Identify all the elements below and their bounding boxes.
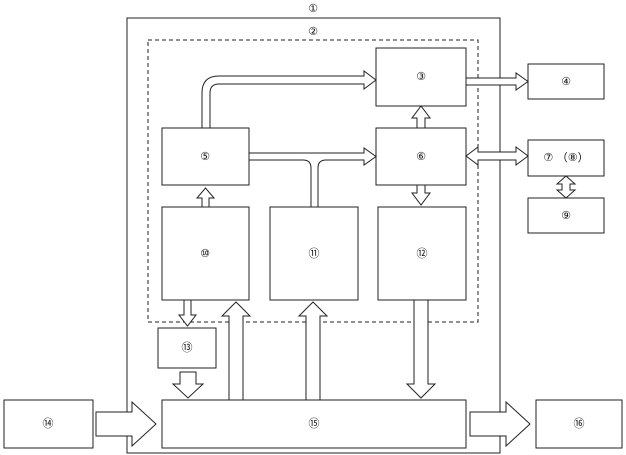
label-12: ⑫ xyxy=(416,247,428,260)
arrow-15-to-10 xyxy=(220,301,252,401)
label-6: ⑥ xyxy=(416,150,426,163)
arrow-5-to-6 xyxy=(248,147,377,208)
box-16 xyxy=(535,399,623,449)
box-13 xyxy=(157,327,217,369)
arrow-15-to-16 xyxy=(469,400,531,448)
label-14: ⑭ xyxy=(42,417,54,430)
label-1: ① xyxy=(308,2,318,15)
label-13: ⑬ xyxy=(181,341,193,354)
label-4: ④ xyxy=(561,75,571,88)
label-3: ③ xyxy=(416,70,426,83)
arrow-7-to-9 xyxy=(555,175,577,199)
box-3 xyxy=(375,47,467,107)
label-2: ② xyxy=(308,25,318,38)
arrow-14-to-15 xyxy=(95,400,157,448)
box-7-8 xyxy=(527,139,605,177)
box-9 xyxy=(527,197,605,234)
box-11 xyxy=(269,206,359,301)
label-11: ⑪ xyxy=(308,247,320,260)
label-7-8: ⑦ （⑧） xyxy=(543,151,589,164)
box-15 xyxy=(161,399,467,449)
arrow-10-to-5 xyxy=(195,187,216,208)
arrow-12-to-15 xyxy=(405,299,437,399)
arrow-6-to-12 xyxy=(411,184,431,206)
box-12 xyxy=(377,206,467,301)
arrow-6-to-7 xyxy=(465,146,529,166)
label-15: ⑮ xyxy=(308,417,320,430)
box-10 xyxy=(161,206,250,301)
box-14 xyxy=(3,399,94,449)
arrow-6-to-3 xyxy=(411,105,431,129)
arrow-15-to-11 xyxy=(297,301,329,401)
box-4 xyxy=(527,63,605,100)
arrow-13-to-15 xyxy=(171,371,205,399)
label-5: ⑤ xyxy=(200,150,210,163)
label-9: ⑨ xyxy=(561,209,571,222)
label-10: ⑩ xyxy=(200,247,210,260)
label-16: ⑯ xyxy=(573,417,585,430)
arrow-3-to-4 xyxy=(465,72,529,91)
arrow-5-to-3 xyxy=(201,70,377,129)
arrow-10-to-13 xyxy=(177,299,198,327)
